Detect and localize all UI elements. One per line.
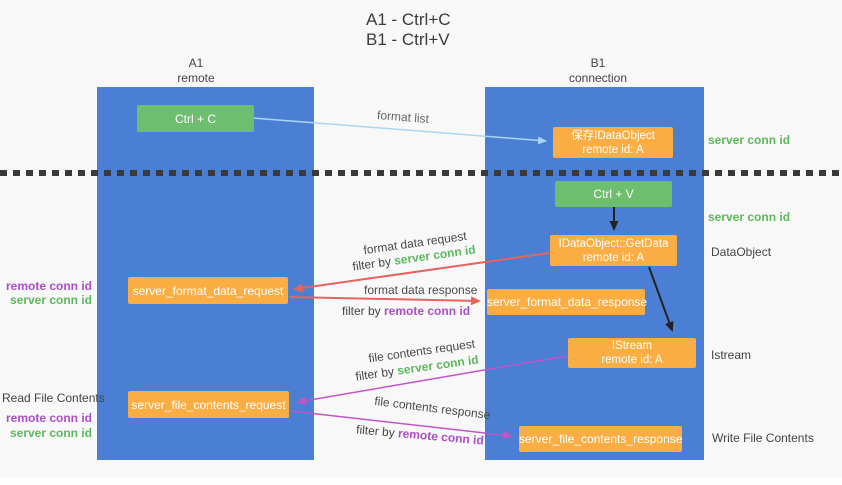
column-b1-name: B1 (590, 56, 606, 70)
ctrl-v-label: Ctrl + V (593, 187, 634, 201)
node-getdata-line2: remote id: A (582, 251, 645, 264)
node-istream-line2: remote id: A (601, 354, 663, 366)
right-label-dataobject: DataObject (711, 245, 772, 259)
node-istream-line1: IStream (611, 340, 653, 352)
node-server-format-data-response: server_format_data_response (487, 289, 648, 315)
title-line-1: A1 - Ctrl+C (366, 10, 451, 29)
title-line-2: B1 - Ctrl+V (366, 30, 450, 49)
diagram-title: A1 - Ctrl+C B1 - Ctrl+V (366, 10, 451, 50)
ctrl-v-button: Ctrl + V (555, 181, 672, 207)
left-label-server-conn-id-2: server conn id (9, 426, 92, 440)
node-server-file-contents-response-label: server_file_contents_response (519, 432, 683, 446)
label-filter-by-remote-conn-id-1: filter by remote conn id (342, 304, 470, 318)
node-getdata-line1: IDataObject::GetData (558, 237, 669, 250)
left-label-read-file-contents: Read File Contents (2, 391, 105, 405)
column-a1-subtitle: remote (177, 71, 215, 85)
left-label-remote-conn-id-1: remote conn id (5, 279, 92, 293)
session-divider-dotted-line (0, 170, 842, 176)
label-format-data-response: format data response (364, 283, 478, 297)
left-label-server-conn-id-1: server conn id (9, 293, 92, 307)
right-label-server-conn-id-2: server conn id (708, 210, 791, 224)
column-b1-subtitle: connection (568, 71, 628, 85)
right-label-istream: Istream (711, 348, 752, 362)
node-server-file-contents-response: server_file_contents_response (519, 426, 682, 452)
ctrl-c-button: Ctrl + C (137, 105, 254, 132)
node-idataobject-getdata: IDataObject::GetData remote id: A (550, 235, 677, 266)
arrow-file-contents-response (290, 410, 513, 440)
filter-by-2-prefix: filter by (342, 304, 385, 318)
left-label-remote-conn-id-2: remote conn id (5, 411, 92, 425)
arrow-format-data-response (288, 296, 481, 306)
node-server-format-data-request: server_format_data_request (128, 277, 288, 304)
arrow-format-data-request (293, 252, 550, 293)
node-server-file-contents-request: server_file_contents_request (128, 391, 289, 418)
column-header-b1: B1 connection (548, 56, 648, 86)
filter-by-2-highlight: remote conn id (384, 304, 471, 318)
column-header-a1: A1 remote (146, 56, 246, 86)
node-server-format-data-response-label: server_format_data_response (487, 295, 648, 309)
node-save-idataobject: 保存IDataObject remote id: A (553, 127, 673, 158)
right-label-server-conn-id-1: server conn id (708, 133, 791, 147)
column-a1-name: A1 (188, 56, 204, 70)
node-istream: IStream remote id: A (568, 338, 696, 368)
arrow-format-list (252, 117, 547, 145)
node-server-format-data-request-label: server_format_data_request (132, 283, 284, 298)
arrow-file-contents-request (296, 355, 567, 406)
ctrl-c-label: Ctrl + C (174, 111, 216, 126)
node-save-idataobject-line2: remote id: A (582, 143, 644, 156)
arrow-getdata-to-istream (648, 266, 674, 332)
right-label-write-file-contents: Write File Contents (712, 431, 814, 445)
node-save-idataobject-line1: 保存IDataObject (571, 129, 655, 142)
node-server-file-contents-request-label: server_file_contents_request (131, 397, 286, 412)
bottom-strip (0, 477, 842, 485)
